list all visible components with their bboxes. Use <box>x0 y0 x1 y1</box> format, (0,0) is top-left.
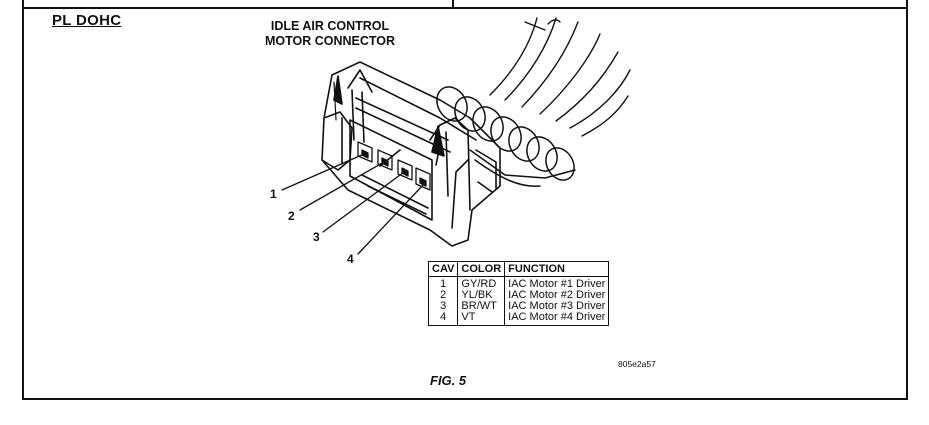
function-cell: IAC Motor #2 Driver <box>508 289 606 301</box>
pinout-table-header: CAV COLOR FUNCTION <box>428 261 609 277</box>
cav-cell: 4 <box>428 312 459 326</box>
diagram-title: IDLE AIR CONTROL MOTOR CONNECTOR <box>245 19 415 49</box>
pinout-table: CAV COLOR FUNCTION 1 GY/RD IAC Motor #1 … <box>428 261 610 326</box>
callout-2: 2 <box>288 209 295 223</box>
callout-1: 1 <box>270 187 277 201</box>
terminal-cavities <box>357 141 431 191</box>
table-row: 3 BR/WT IAC Motor #3 Driver <box>428 300 609 312</box>
color-cell: YL/BK <box>457 290 506 301</box>
figure-caption: FIG. 5 <box>430 373 467 388</box>
callout-4: 4 <box>347 252 354 266</box>
callout-3: 3 <box>313 230 320 244</box>
column-header-function: FUNCTION <box>504 261 609 277</box>
table-row: 4 VT IAC Motor #4 Driver <box>428 311 609 326</box>
function-cell: IAC Motor #1 Driver <box>508 278 606 290</box>
table-row: 1 GY/RD IAC Motor #1 Driver <box>428 276 609 290</box>
connector-housing <box>321 61 501 247</box>
wire-seals <box>436 86 576 187</box>
table-row: 2 YL/BK IAC Motor #2 Driver <box>428 289 609 301</box>
column-header-cav: CAV <box>428 261 459 277</box>
diagram-title-line-1: IDLE AIR CONTROL <box>270 19 390 33</box>
cav-cell: 3 <box>428 301 459 312</box>
image-code: 805e2a57 <box>618 359 656 369</box>
section-label: PL DOHC <box>52 12 122 29</box>
color-cell: VT <box>457 312 506 326</box>
cav-cell: 1 <box>428 276 459 290</box>
color-cell: GY/RD <box>457 276 506 290</box>
figure-frame <box>22 0 908 400</box>
diagram-title-line-2: MOTOR CONNECTOR <box>264 34 396 48</box>
top-divider-tick <box>452 0 454 8</box>
function-cell: IAC Motor #4 Driver <box>508 311 606 323</box>
wire-bundle <box>489 17 631 137</box>
top-border-rule <box>22 7 908 9</box>
column-header-color: COLOR <box>457 261 506 277</box>
callout-leaders <box>281 153 425 255</box>
color-cell: BR/WT <box>457 301 506 312</box>
cav-cell: 2 <box>428 290 459 301</box>
function-cell: IAC Motor #3 Driver <box>508 300 606 312</box>
